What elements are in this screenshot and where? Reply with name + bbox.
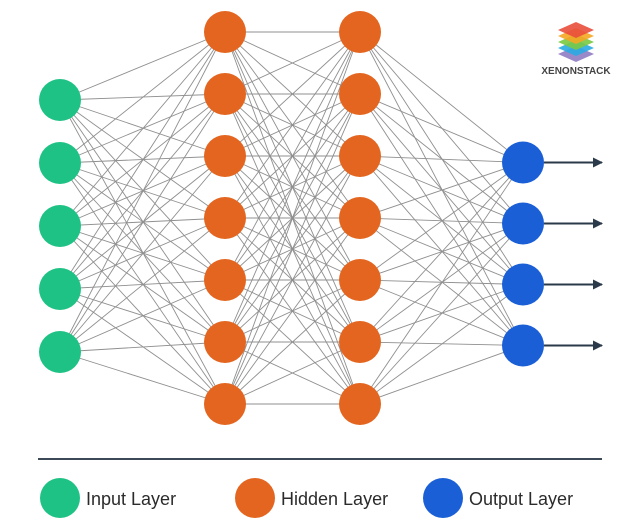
logo-layer-5 (558, 22, 594, 38)
connection-edge (59, 31, 226, 353)
connection-edge (359, 93, 524, 163)
input-node (39, 79, 81, 121)
connection-edge (359, 93, 524, 224)
legend-label-input: Input Layer (86, 489, 176, 509)
connection-edge (59, 225, 226, 343)
connection-edge (59, 279, 226, 353)
brand-name: XENONSTACK (541, 66, 611, 77)
legend-label-output: Output Layer (469, 489, 573, 509)
connection-edge (224, 155, 361, 405)
connection-edge (59, 31, 226, 227)
hidden-node (339, 73, 381, 115)
output-node (502, 202, 544, 245)
input-node (39, 331, 81, 373)
stacked-layers-logo-icon (558, 22, 594, 62)
legend-label-hidden: Hidden Layer (281, 489, 388, 509)
legend: Input Layer Hidden Layer Output Layer (40, 478, 573, 518)
connection-edge (224, 217, 361, 405)
connection-edge (359, 155, 524, 224)
connection-edge (59, 217, 226, 353)
hidden-node (204, 73, 246, 115)
connection-edge (59, 99, 226, 281)
legend-item-hidden: Hidden Layer (235, 478, 388, 518)
connection-edge (59, 351, 226, 405)
connection-edge (59, 31, 226, 164)
input-node (39, 142, 81, 184)
connection-edge (359, 217, 524, 346)
legend-swatch-hidden (235, 478, 275, 518)
connection-edge (59, 225, 226, 281)
connection-edge (224, 93, 361, 405)
legend-swatch-input (40, 478, 80, 518)
output-node (502, 263, 544, 306)
connection-edge (59, 162, 226, 219)
hidden-node (339, 197, 381, 239)
connection-edge (59, 162, 226, 343)
connection-edge (59, 31, 226, 290)
connection-edge (59, 93, 226, 353)
connection-edge (59, 31, 226, 101)
hidden-node (339, 321, 381, 363)
network-connections (59, 31, 524, 405)
network-nodes (39, 11, 544, 425)
connection-edge (59, 162, 226, 281)
connection-edge (59, 99, 226, 157)
connection-edge (59, 225, 226, 405)
output-node (502, 141, 544, 184)
hidden-node (204, 197, 246, 239)
output-node (502, 324, 544, 367)
connection-edge (224, 31, 361, 95)
xenonstack-logo: XENONSTACK (541, 22, 611, 77)
input-node (39, 205, 81, 247)
connection-edge (224, 31, 361, 157)
connection-edge (359, 345, 524, 405)
connection-edge (224, 31, 361, 343)
hidden-node (339, 135, 381, 177)
connection-edge (359, 162, 524, 343)
connection-edge (224, 31, 361, 281)
output-arrows (544, 157, 603, 351)
connection-edge (224, 279, 361, 405)
connection-edge (359, 155, 524, 346)
hidden-node (339, 259, 381, 301)
connection-edge (359, 223, 524, 405)
hidden-node (339, 11, 381, 53)
legend-item-output: Output Layer (423, 478, 573, 518)
hidden-node (204, 11, 246, 53)
hidden-node (204, 135, 246, 177)
connection-edge (359, 31, 524, 224)
connection-edge (359, 162, 524, 281)
connection-edge (359, 217, 524, 285)
connection-edge (359, 284, 524, 405)
hidden-node (204, 259, 246, 301)
connection-edge (59, 99, 226, 219)
legend-item-input: Input Layer (40, 478, 176, 518)
connection-edge (359, 162, 524, 219)
hidden-node (204, 383, 246, 425)
connection-edge (224, 341, 361, 405)
connection-edge (224, 31, 361, 219)
connection-edge (359, 155, 524, 285)
connection-edge (359, 162, 524, 405)
connection-edge (359, 31, 524, 163)
input-node (39, 268, 81, 310)
legend-swatch-output (423, 478, 463, 518)
connection-edge (59, 155, 226, 353)
connection-edge (59, 341, 226, 353)
hidden-node (339, 383, 381, 425)
connection-edge (359, 279, 524, 346)
hidden-node (204, 321, 246, 363)
connection-edge (224, 31, 361, 405)
connection-edge (359, 155, 524, 163)
connection-edge (359, 93, 524, 285)
